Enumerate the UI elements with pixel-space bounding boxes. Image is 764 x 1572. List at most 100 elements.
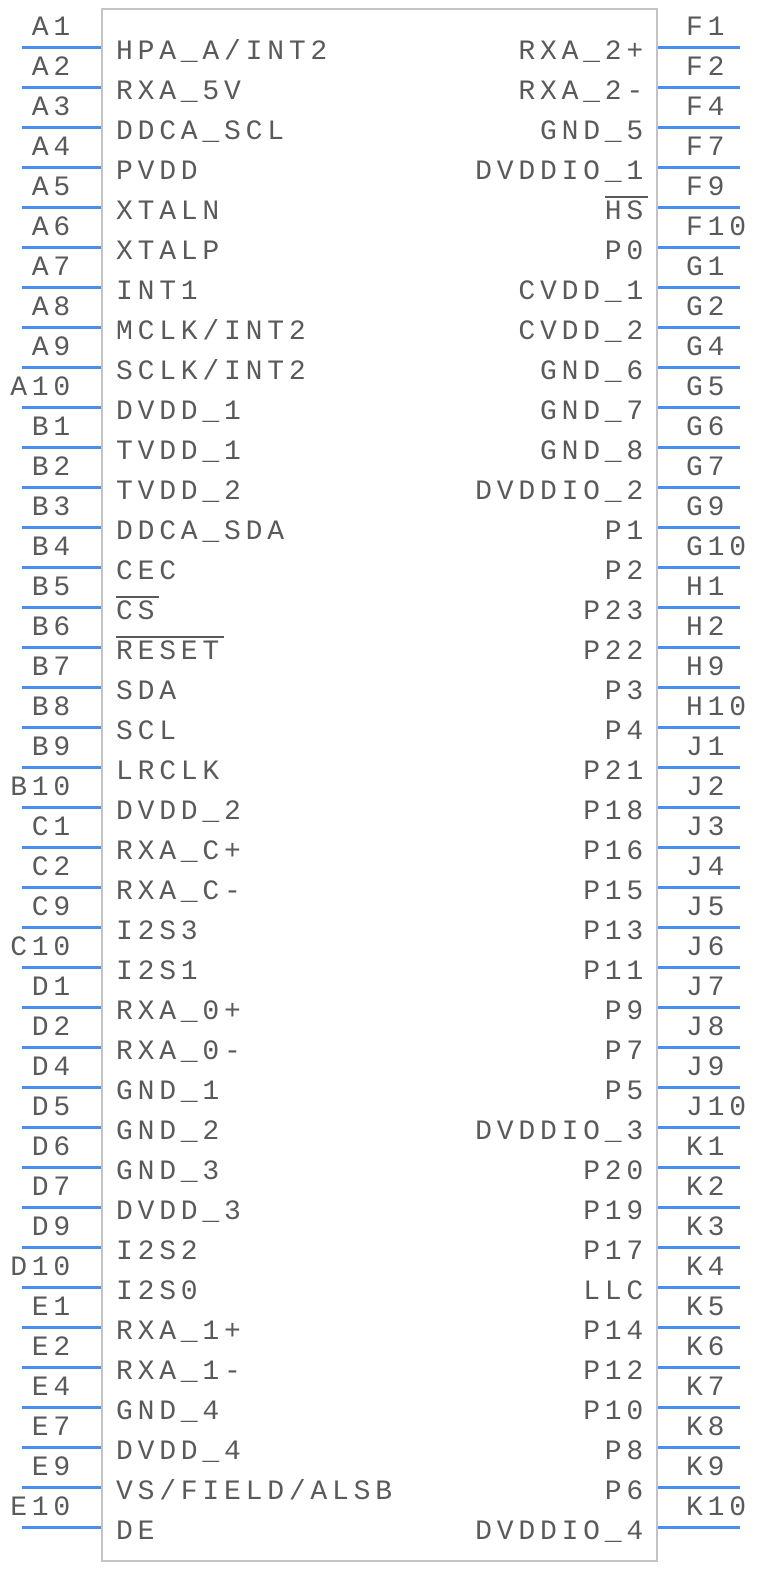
pin-number: J6 — [686, 933, 730, 964]
pin-line — [22, 166, 101, 169]
pin-name: DDCA_SDA — [116, 517, 289, 548]
pin-number: G9 — [686, 493, 730, 524]
pin-line — [22, 806, 101, 809]
pin-name: DVDD_1 — [116, 397, 246, 428]
pin-line — [658, 926, 740, 929]
pin-number: J1 — [686, 733, 730, 764]
component-body — [101, 8, 658, 1562]
pin-line — [658, 286, 740, 289]
pin-number: C10 — [10, 933, 75, 964]
pin-number: J10 — [686, 1093, 751, 1124]
pin-number: D4 — [31, 1053, 75, 1084]
pin-name: DVDDIO_3 — [475, 1117, 648, 1148]
pin-name: DVDD_2 — [116, 797, 246, 828]
pin-line — [22, 1086, 101, 1089]
pin-number: G6 — [686, 413, 730, 444]
pin-number: A4 — [31, 133, 75, 164]
pin-name: DVDDIO_1 — [475, 157, 648, 188]
pin-name: I2S3 — [116, 917, 203, 948]
pin-line — [22, 1526, 101, 1529]
pin-name: LRCLK — [116, 757, 225, 788]
pin-number: B1 — [31, 413, 75, 444]
pin-line — [658, 166, 740, 169]
pin-line — [22, 366, 101, 369]
pin-number: C1 — [31, 813, 75, 844]
pin-line — [658, 1046, 740, 1049]
pin-number: G7 — [686, 453, 730, 484]
pin-line — [658, 1086, 740, 1089]
pin-number: H10 — [686, 693, 751, 724]
pin-name: P12 — [583, 1357, 648, 1388]
pin-name: GND_6 — [539, 357, 648, 388]
pin-number: K9 — [686, 1453, 730, 1484]
pin-line — [658, 406, 740, 409]
pin-number: F4 — [686, 93, 730, 124]
pin-line — [22, 486, 101, 489]
pin-line — [658, 206, 740, 209]
pin-number: J4 — [686, 853, 730, 884]
pin-line — [22, 86, 101, 89]
pin-line — [22, 126, 101, 129]
pin-number: F1 — [686, 13, 730, 44]
pin-name: P20 — [583, 1157, 648, 1188]
pin-name: P10 — [583, 1397, 648, 1428]
pin-line — [658, 766, 740, 769]
pin-line — [658, 726, 740, 729]
pin-line — [22, 1366, 101, 1369]
pin-line — [22, 566, 101, 569]
pin-number: G5 — [686, 373, 730, 404]
pin-name: P3 — [604, 677, 648, 708]
pin-name: SDA — [116, 677, 181, 708]
pin-name: P11 — [583, 957, 648, 988]
pin-number: E9 — [31, 1453, 75, 1484]
pin-line — [658, 1166, 740, 1169]
pin-name: GND_3 — [116, 1157, 225, 1188]
pin-number: J3 — [686, 813, 730, 844]
pin-number: B2 — [31, 453, 75, 484]
pin-name: XTALN — [116, 197, 225, 228]
pin-name: RXA_1+ — [116, 1317, 246, 1348]
pin-line — [658, 686, 740, 689]
pin-number: D1 — [31, 973, 75, 1004]
pin-name: CVDD_1 — [518, 277, 648, 308]
pin-line — [22, 1046, 101, 1049]
pin-line — [22, 606, 101, 609]
pin-name: P21 — [583, 757, 648, 788]
pin-number: B9 — [31, 733, 75, 764]
pin-name: LLC — [583, 1277, 648, 1308]
pin-line — [658, 1206, 740, 1209]
pin-number: E4 — [31, 1373, 75, 1404]
pin-number: A8 — [31, 293, 75, 324]
pin-line — [22, 1206, 101, 1209]
pin-name: DVDDIO_4 — [475, 1517, 648, 1548]
pin-line — [658, 526, 740, 529]
pin-number: A3 — [31, 93, 75, 124]
pin-number: K3 — [686, 1213, 730, 1244]
pin-name: DVDDIO_2 — [475, 477, 648, 508]
pin-name: P4 — [604, 717, 648, 748]
pin-line — [22, 206, 101, 209]
pin-name: SCL — [116, 717, 181, 748]
pin-number: A10 — [10, 373, 75, 404]
pin-line — [658, 126, 740, 129]
pin-line — [658, 486, 740, 489]
pin-number: J7 — [686, 973, 730, 1004]
pin-line — [658, 1006, 740, 1009]
pin-name: GND_5 — [539, 117, 648, 148]
pin-name: PVDD — [116, 157, 203, 188]
pin-name: GND_8 — [539, 437, 648, 468]
pin-number: K8 — [686, 1413, 730, 1444]
pin-number: G10 — [686, 533, 751, 564]
pin-name: RXA_1- — [116, 1357, 246, 1388]
pin-number: D7 — [31, 1173, 75, 1204]
pin-name: TVDD_2 — [116, 477, 246, 508]
pin-name: CVDD_2 — [518, 317, 648, 348]
pin-line — [658, 1286, 740, 1289]
pin-name: RXA_0- — [116, 1037, 246, 1068]
pin-name: P19 — [583, 1197, 648, 1228]
pin-line — [22, 446, 101, 449]
pin-line — [658, 1126, 740, 1129]
pin-line — [658, 1486, 740, 1489]
pin-number: C2 — [31, 853, 75, 884]
pin-line — [658, 86, 740, 89]
